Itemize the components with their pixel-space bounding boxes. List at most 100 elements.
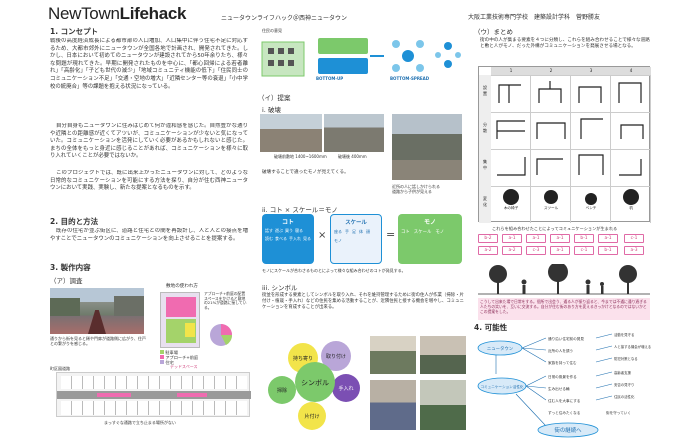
symbol-photo-1 [370,336,416,374]
koto-words: 話す遊ぶ買う寝る読む食べる手入れ見る [265,228,311,242]
combo-tag: a-1 [526,234,546,243]
proposal-top-label: 住民の意見 [262,28,282,33]
koto-word: 手入れ [289,236,301,241]
legend-swatch [160,355,164,359]
flow-box [318,38,368,54]
sketch [578,86,602,103]
combo-tag: a-1 [550,234,570,243]
symbol-circle-care [332,374,360,402]
scale-title: スケール [345,220,367,226]
sketch [497,157,526,176]
combo-tag: b-2 [478,234,498,243]
tree-sketch [627,280,629,294]
combination-tags: b-2 a-1 a-1 a-1 b-1 a-1 c-1 a-2 a-2 c-3 … [478,234,650,262]
koto-scale-caption: モノにスケールが合わさるものとによって様々な組み合わせのコトが発見する。 [262,268,406,273]
possibility-heading: 4. 可能性 [474,323,508,332]
person-sketch [522,285,526,294]
scale-word: 手 [345,229,349,234]
spread-node-center [402,50,414,62]
scale-word: 足 [352,229,356,234]
destroy-caption-after: 破壊後 400mm [338,154,367,159]
tree-sketch [585,193,597,205]
street-photo-caption: 通りから街を見ると稀や門扉が道路側に広がり、住戸との繋がりを感じる。 [50,336,146,346]
summary-sub: （ウ）まとめ [474,28,513,36]
survey-sub: （ア）調査 [50,277,83,285]
usage-title: 敷地の使われ方 [166,284,198,289]
usage-diagram [160,292,200,348]
combo-tag: a-1 [550,246,570,255]
plan-tag: デッドスペース [170,364,198,369]
map-branch: 住む人を大事にする [548,398,581,403]
matrix-row-header: 設 置 [483,85,487,96]
spread-node [435,52,441,58]
combo-tag: a-1 [502,234,522,243]
koto-word: 買う [285,228,293,233]
tree-sketch [544,190,558,204]
map-node-communication [477,377,527,395]
concept-heading: 1. コンセプト [50,27,99,36]
matrix-row-header: 集 中 [483,159,487,170]
combo-tag: b-1 [574,234,594,243]
house-photo-after [324,114,384,152]
sketch [496,120,525,139]
scale-words: 座る手足体顔モノ [334,229,378,244]
legend-label: アプローチ+前庭 [165,355,199,360]
symbol-center-label: シンボル [301,379,329,387]
residents-box [261,41,305,77]
section-koto-scale: ii. コト × スケール＝モノ [262,206,338,214]
spread-node [416,40,424,48]
combo-tag: b-1 [598,246,618,255]
koto-box: コト 話す遊ぶ買う寝る読む食べる手入れ見る [262,214,314,264]
flow-label-bottom-spread: BOTTOM-SPREAD [390,76,430,81]
map-node-communication-label: コミュニケーション活性化 [480,384,523,389]
map-node-newtown [477,340,523,356]
matrix-row-headers: 設 置分 散集 中変 化 [479,75,491,223]
matrix-row-header: 変 化 [483,196,487,207]
usage-note: アプローチ+前庭の配置スペースをかけると敷地の21%が道路に接している。 [204,291,247,310]
map-side: 活動を見守る [614,332,634,337]
sketch [536,122,566,139]
tree-sketch [503,189,519,205]
resident-figure [268,48,274,54]
koto-word: 食べる [275,236,287,241]
survey-heading: 3. 製作内容 [50,263,91,272]
resident-figure [288,60,294,66]
symbol-circle-attach [321,341,351,371]
concept-para-1: 戦後の高度経済成長による都市部の人口増加、人口集中に伴う住宅不足に対応するため、… [50,38,248,90]
aim-heading: 2. 目的と方法 [50,217,99,226]
matrix-cell-label: スツール [543,206,559,210]
mono-words: コトスケールモノ [401,229,459,235]
map-side: 防犯対策となる [614,356,638,361]
map-side: 人と接する機会が増える [614,344,651,349]
symbol-text: 街並を形成する要素としてシンボルを取り入れ、それを維持管理するために街の住人が作… [262,293,464,310]
mono-word: モノ [435,230,445,235]
symbol-photo-3 [370,380,416,430]
combo-tag: c-1 [624,234,644,243]
spread-node [392,40,400,48]
combo-tag: a-2 [478,246,498,255]
usage-pie-chart [210,324,233,346]
scale-word: 顔 [366,229,370,234]
koto-word: 遊ぶ [275,228,283,233]
symbol-label-clean: 掃除 [277,387,287,394]
matrix-sketches [496,81,644,205]
flow-label-bottom-up: BOTTOM-UP [316,76,344,81]
legend-label: 駐車場 [165,350,178,355]
combo-tag: a-3 [624,246,644,255]
aim-text: 既存の住宅が並ぶ街区に、道路と住宅との間を再設計し、人と人との接点を増やすことで… [50,228,248,242]
flow-box [318,58,368,74]
destroy-caption: 破壊することで違ったモノが見えてくる。 [262,170,349,175]
sketch [578,154,604,175]
title-regular: NewTown [48,4,120,23]
legend-item-house: 住宅 [160,360,198,365]
map-link [495,352,547,427]
matrix-col-header: 4 [629,68,633,73]
person-sketch [521,279,527,285]
tree-sketch [619,265,637,283]
spread-node [444,42,452,50]
map-branch: 生み出せる輪 [548,386,570,391]
spread-node [416,64,424,72]
concept-para-2: 自分自身もニュータウンに住みはじめて何か違和感を感じた。自然豊かな通りや近隣との… [50,123,248,160]
plan-caption: まっすぐな通路で立ち止まる場所がない [104,420,176,425]
block-plan [56,372,251,417]
